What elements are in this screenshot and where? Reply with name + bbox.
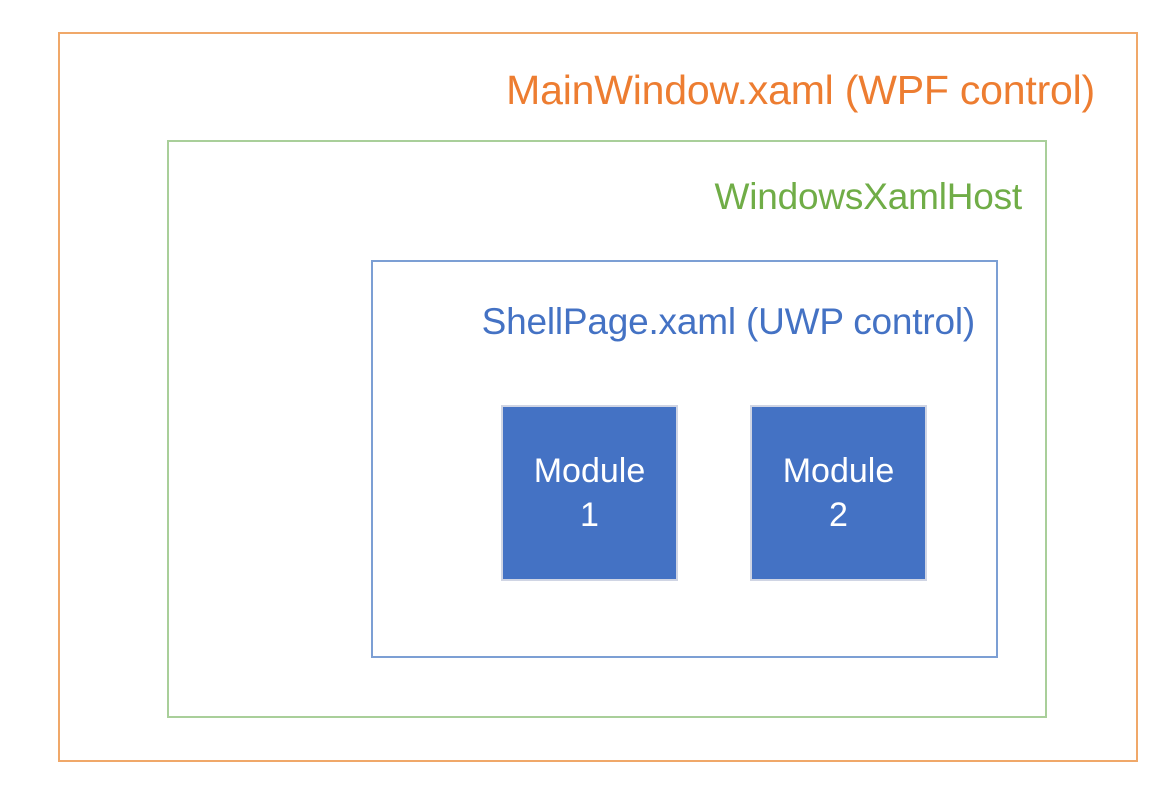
module-block-1: Module 1 (501, 405, 678, 581)
module-block-1-name: Module (533, 452, 646, 490)
shell-page-container (371, 260, 998, 658)
windows-xaml-host-label: WindowsXamlHost (714, 176, 1023, 217)
shell-page-label: ShellPage.xaml (UWP control) (481, 301, 976, 342)
module-block-2: Module 2 (750, 405, 927, 581)
module-block-2-name: Module (782, 452, 895, 490)
wpf-window-container (58, 32, 1138, 762)
wpf-window-label: MainWindow.xaml (WPF control) (506, 67, 1095, 113)
module-block-1-number: 1 (580, 496, 599, 534)
module-block-2-number: 2 (829, 496, 848, 534)
windows-xaml-host-container (167, 140, 1047, 718)
